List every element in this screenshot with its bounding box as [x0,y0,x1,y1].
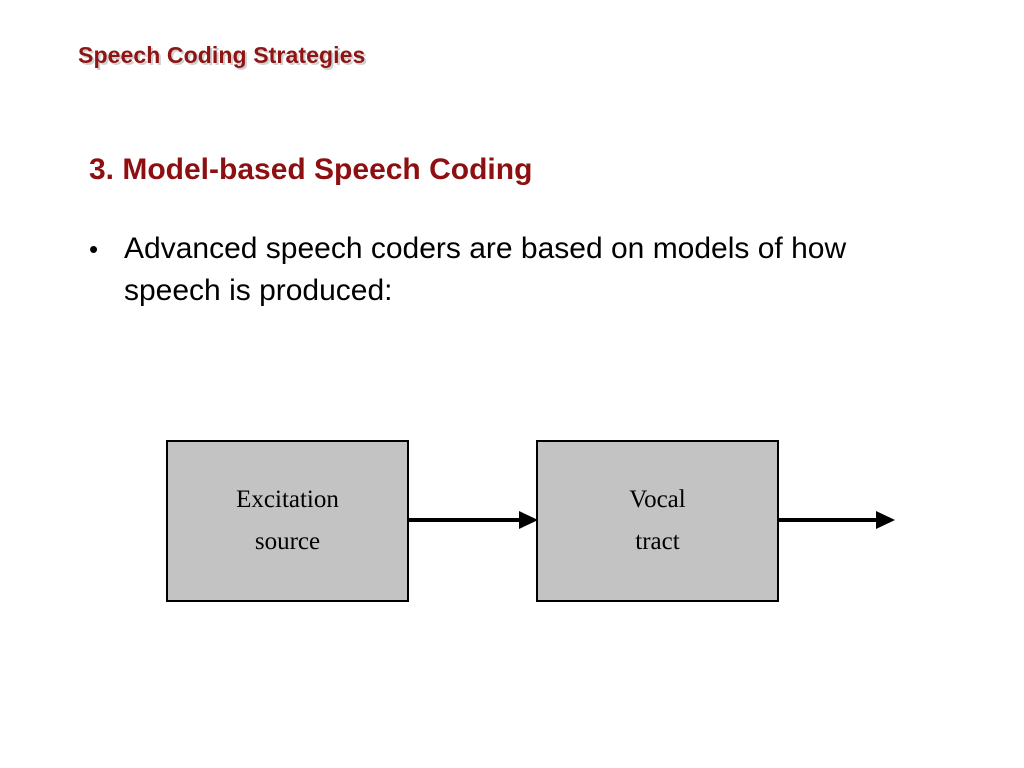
block-label-line-1: Vocal [629,486,686,513]
bullet-text: Advanced speech coders are based on mode… [124,232,847,307]
block-label-line-2: tract [635,528,680,555]
page-title: Speech Coding Strategies [78,42,366,68]
bullet-marker-icon: • [89,234,99,264]
block-label-line-1: Excitation [236,486,339,513]
arrow-vocal-tract-output-icon [778,511,895,529]
diagram-block-excitation-source: Excitation source [166,440,409,602]
section-heading: 3. Model-based Speech Coding [89,153,533,186]
arrow-excitation-to-vocal-tract-icon [407,511,538,529]
diagram-block-vocal-tract: Vocal tract [536,440,779,602]
block-label-line-2: source [254,528,321,555]
bullet-list-item: • Advanced speech coders are based on mo… [86,228,876,312]
